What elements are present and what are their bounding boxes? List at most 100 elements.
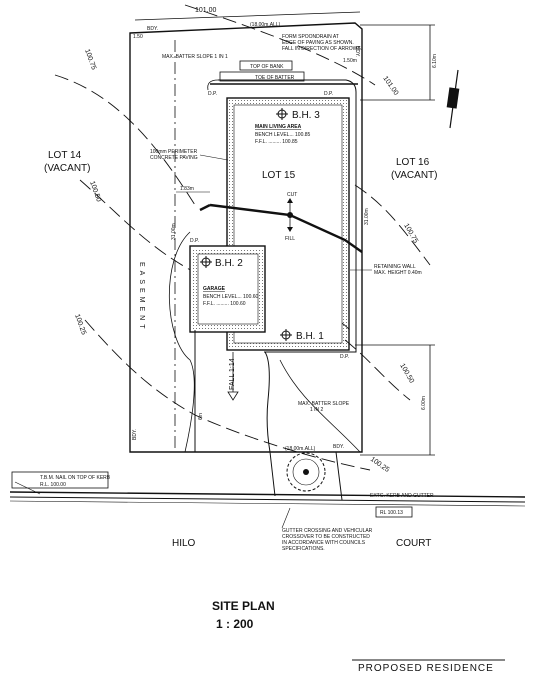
perimeter-note-2: CONCRETE PAVING [150,155,198,161]
level-100-75-left: 100.75 [83,48,97,71]
side-offset-top: 1.50 [133,34,143,40]
cut-fill-line [209,203,363,253]
top-width-label: 101.00 [195,7,217,14]
title-scale: 1 : 200 [216,617,254,631]
bdy-label-left: BDY. [132,429,138,440]
crossing-note-2: CROSSOVER TO BE CONSTRUCTED [282,534,370,540]
bdy-label-bottom: BDY. [333,444,344,450]
tbm-box [11,471,109,489]
contour-line-100-75-left [54,74,196,206]
batter-bottom-1: MAX. BATTER SLOPE [298,401,350,407]
kerb-line-2 [9,496,526,503]
tbm-rl: R.L. 100.00 [40,482,66,488]
gap-bottom: 6m [198,413,204,420]
level-100-25-left: 100.25 [73,313,87,336]
title-main: SITE PLAN [212,599,275,613]
kerb-line-3 [9,500,526,507]
easement-label: EASEMENT [138,262,145,333]
contour-line-100-75-right [354,184,431,266]
contour-line-101-00 [184,4,376,86]
kerb-label: EXTG. KERB AND GUTTER [370,493,434,499]
fill-label: FILL [285,236,295,242]
offset-right: 31.00m [364,208,370,225]
lot-boundary [129,22,363,453]
top-of-bank-label: TOP OF BANK [250,64,284,70]
top-right-depth: 6.10m [432,54,438,68]
spoon-drain-note-2: EDGE OF PAVING AS SHOWN. [282,40,354,46]
ffl-garage: F.F.L. ......... 100.60 [203,301,246,307]
bh2-marker [200,256,212,268]
toe-of-batter-box [219,71,305,82]
bench-garage: BENCH LEVEL... 100.60 [203,294,259,300]
main-house-outline [226,97,350,351]
top-dimension-line [134,11,361,21]
crossover-outline [269,451,343,501]
kerb-line-1 [9,491,526,498]
fall-arrow-icon [227,352,239,401]
bh3-marker [276,108,288,120]
lot15-label: LOT 15 [262,170,296,181]
crossing-note-3: IN ACCORDANCE WITH COUNCILS [282,540,366,546]
contour-line-100-50-right [344,339,411,401]
lot14-label: LOT 14 [48,150,82,161]
tree-icon [286,452,326,492]
batter-bottom-2: 1 IN 2 [310,407,324,413]
level-100-50-right: 100.50 [398,363,415,385]
level-100-50-left: 100.50 [88,180,102,203]
perimeter-note-1: 100mm PERIMETER [150,149,198,155]
lot14-sub: (VACANT) [44,163,90,174]
offset-left: 31.00m [171,223,177,240]
tbm-leader [14,481,41,495]
bh1-marker [280,329,292,341]
dp-label-2: D.P. [324,91,333,97]
top-width-sub: (18.00m.ALL) [250,22,281,28]
street-left: HILO [172,538,196,549]
level-101-00: 101.00 [381,75,399,97]
cut-label: CUT [287,192,297,198]
cut-fill-line-left [199,203,211,212]
lot16-label: LOT 16 [396,157,430,168]
bh2-label: B.H. 2 [215,258,243,269]
left-path [168,231,195,453]
dp-label-1: D.P. [208,91,217,97]
perimeter-paving-inner [207,79,219,91]
bottom-width-sub: (18.00m.ALL) [285,446,316,452]
bdy-label-top: BDY. [147,26,158,32]
level-100-25-right: 100.25 [369,456,391,474]
bdy-label-top-right: BDY. [354,46,360,57]
batter-slope-top: MAX. BATTER SLOPE 1 IN 1 [162,54,228,60]
title-project: PROPOSED RESIDENCE [358,663,494,674]
bh1-label: B.H. 1 [296,331,324,342]
driveway-right [264,351,271,453]
tbm-label: T.B.M. NAIL ON TOP OF KERB [40,475,111,481]
cut-fill-arrow-icon [287,198,293,232]
garage-label: GARAGE [203,286,226,292]
north-arrow-icon [446,69,460,129]
spoon-drain-note-1: FORM SPOONDRAIN AT [282,34,339,40]
street-right: COURT [396,538,431,549]
bh3-label: B.H. 3 [292,110,320,121]
main-living-label: MAIN LIVING AREA [255,124,302,130]
rl-kerb-box [375,506,413,518]
dp-label-4: D.P. [340,354,349,360]
side-offset-right: 1.50m [343,58,357,64]
setback-label: 1.83m [180,186,194,192]
retaining-note-2: MAX. HEIGHT 0.40m [374,270,422,276]
ffl-main: F.F.L. ......... 100.85 [255,139,298,145]
retaining-note-1: RETAINING WALL [374,264,416,270]
lot16-sub: (VACANT) [391,170,437,181]
crossing-leader [281,507,291,529]
lower-batter [279,359,361,453]
crossing-note-4: SPECIFICATIONS. [282,546,325,552]
top-of-bank-box [239,60,293,71]
bench-main: BENCH LEVEL... 100.85 [255,132,311,138]
rl-kerb-label: RL 100.13 [380,510,403,516]
dp-label-3: D.P. [190,238,199,244]
right-depth: 6.00m [421,396,427,410]
main-house-interior [233,104,343,344]
crossing-note-1: GUTTER CROSSING AND VEHICULAR [282,528,373,534]
perimeter-paving-outline [218,79,357,353]
toe-of-batter-label: TOE OF BATTER [255,75,295,81]
fall-label: FALL 1:14 [229,358,236,390]
